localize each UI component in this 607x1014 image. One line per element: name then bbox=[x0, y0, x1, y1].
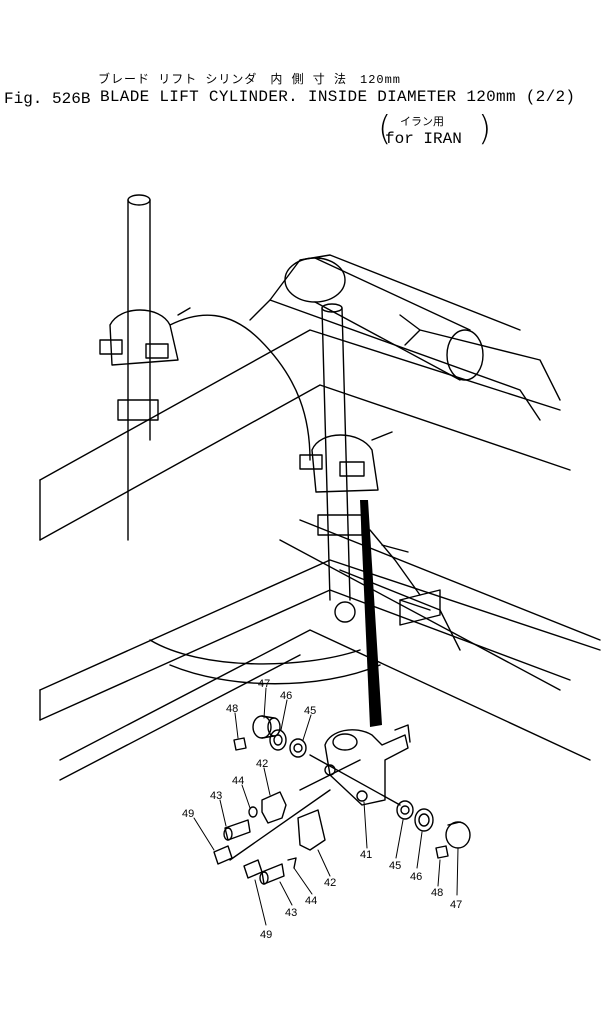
note-japanese: イラン用 bbox=[400, 117, 444, 129]
cylinder-rod-right bbox=[317, 303, 363, 623]
english-title: BLADE LIFT CYLINDER. INSIDE DIAMETER 120… bbox=[100, 88, 576, 106]
callout-46: 46 bbox=[280, 690, 292, 702]
callout-numbers: 47 48 46 45 44 42 43 49 41 45 46 48 47 4… bbox=[182, 678, 462, 941]
callout-45: 45 bbox=[304, 705, 316, 717]
frame-structure bbox=[39, 254, 601, 781]
figure-number: Fig. 526B bbox=[4, 90, 91, 108]
exploded-parts bbox=[213, 715, 471, 885]
callout-48: 48 bbox=[226, 703, 238, 715]
callout-45-right: 45 bbox=[389, 860, 401, 872]
drum-assembly bbox=[284, 257, 484, 381]
note-open-paren: ( bbox=[378, 109, 392, 149]
linkage-arm bbox=[369, 529, 441, 626]
callout-43: 43 bbox=[210, 790, 222, 802]
callout-46-right: 46 bbox=[410, 871, 422, 883]
bracket-left bbox=[99, 307, 311, 461]
note-close-paren: ) bbox=[478, 109, 492, 149]
callout-49-lower: 49 bbox=[260, 929, 272, 941]
callout-42-lower: 42 bbox=[324, 877, 336, 889]
japanese-title: ブレード リフト シリンダ 内 側 寸 法 120mm bbox=[98, 73, 402, 87]
callout-42: 42 bbox=[256, 758, 268, 770]
callout-49: 49 bbox=[182, 808, 194, 820]
callout-44: 44 bbox=[232, 775, 244, 787]
callout-48-right: 48 bbox=[431, 887, 443, 899]
bracket-right bbox=[299, 431, 393, 493]
note-english: for IRAN bbox=[385, 130, 462, 148]
leader-lines bbox=[193, 687, 459, 926]
callout-47: 47 bbox=[258, 678, 270, 690]
cylinder-rod-left bbox=[117, 194, 159, 541]
callout-43-lower: 43 bbox=[285, 907, 297, 919]
callout-44-lower: 44 bbox=[305, 895, 317, 907]
callout-41: 41 bbox=[360, 849, 372, 861]
callout-47-right: 47 bbox=[450, 899, 462, 911]
indicator-arrow bbox=[360, 500, 382, 727]
